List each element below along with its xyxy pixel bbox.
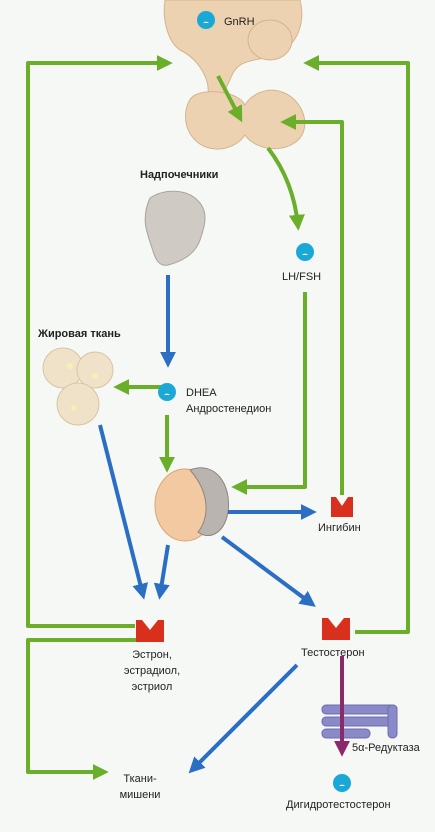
blue-arrows [98, 275, 317, 774]
lh-fsh-label: LH/FSH [282, 271, 322, 283]
inhibin-receptor-icon [331, 497, 353, 517]
dht-icon [333, 774, 351, 792]
gnrh-label: GnRH [224, 16, 255, 28]
adipose-tissue-illustration [42, 347, 114, 426]
estrogens-label-line2: эстрадиол, [123, 665, 181, 677]
testis-illustration [154, 467, 230, 542]
dhea-icon [158, 383, 176, 401]
dht-label: Дигидротестостерон [286, 799, 391, 811]
receptors [136, 497, 353, 642]
adrenal-gland-illustration [144, 190, 206, 266]
dhea-label: DHEA [186, 387, 217, 399]
inhibin-label: Ингибин [318, 522, 361, 534]
green-arrows [26, 55, 410, 780]
targets-label-line1: Ткани- [123, 773, 157, 785]
adrenals-label: Надпочечники [140, 169, 219, 181]
estrogens-receptor-icon [136, 620, 164, 642]
adipose-label: Жировая ткань [38, 328, 121, 340]
androstenedione-label: Андростенедион [186, 403, 272, 415]
hormone-dots [158, 11, 351, 792]
reductase-label: 5α-Редуктаза [352, 742, 420, 754]
enzyme-illustration [321, 704, 398, 739]
testosterone-label: Тестостерон [301, 647, 365, 659]
lh-fsh-icon [296, 243, 314, 261]
estrogens-label-line3: эстриол [131, 681, 173, 693]
estrogens-label-line1: Эстрон, [132, 649, 172, 661]
testosterone-receptor-icon [322, 618, 350, 640]
targets-label-line2: мишени [119, 789, 161, 801]
gnrh-icon [197, 11, 215, 29]
